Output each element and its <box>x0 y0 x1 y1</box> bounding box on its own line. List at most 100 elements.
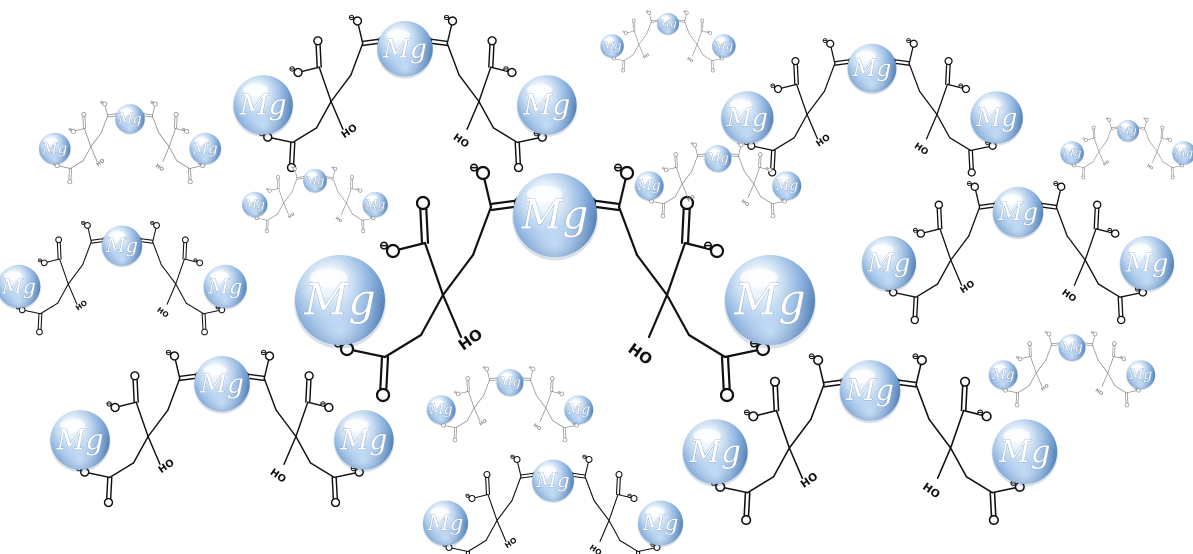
oxygen-ring <box>201 328 208 336</box>
mg-atom-label: Mg <box>1118 125 1137 137</box>
mg-sphere: Mg <box>193 355 251 414</box>
mg-sphere-highlight <box>194 137 208 144</box>
bond-line <box>483 379 490 396</box>
oxygen-ring <box>1092 200 1102 210</box>
oxygen-ring <box>55 236 63 244</box>
bond-line <box>746 476 775 494</box>
bond-line <box>267 213 278 221</box>
bond-line <box>681 170 693 185</box>
oxygen-ring <box>415 195 431 211</box>
bond-line <box>915 283 939 298</box>
bond-line <box>674 183 683 198</box>
mg-atom-label: Mg <box>637 178 661 194</box>
bond-line <box>1107 372 1116 387</box>
mg-sphere-highlight <box>855 51 877 61</box>
mg-sphere: Mg <box>970 91 1024 146</box>
oxygen-atom <box>1111 341 1117 346</box>
bond-line <box>295 401 309 438</box>
bond-line <box>915 383 930 420</box>
oxygen-ring <box>1124 402 1130 408</box>
bond-line <box>1101 372 1109 387</box>
bond-line <box>446 42 460 76</box>
oxygen-ring <box>1144 117 1149 122</box>
mg-atom-label: Mg <box>522 88 570 121</box>
hydroxyl-label: HO <box>1146 163 1155 171</box>
bond-line <box>152 115 160 134</box>
oxygen-ring <box>615 470 623 479</box>
bond-line <box>473 394 485 409</box>
bond-line <box>1035 372 1043 387</box>
bond-line <box>441 253 475 297</box>
bond-line <box>185 239 188 260</box>
bond-line <box>1162 127 1164 139</box>
oxygen-ring <box>330 497 341 508</box>
oxygen-atom <box>661 166 669 173</box>
bond-line <box>478 100 495 129</box>
mg-sphere: Mg <box>839 360 901 424</box>
mg-sphere-highlight <box>243 84 269 96</box>
mg-sphere: Mg <box>516 75 578 137</box>
bond-line <box>487 473 491 495</box>
oxygen-atom <box>1160 125 1165 130</box>
mg-sphere: Mg <box>711 34 736 59</box>
oxygen-ring <box>452 437 458 443</box>
bond-line <box>167 377 181 411</box>
bond-line <box>84 128 92 148</box>
oxygen-ring <box>660 213 666 219</box>
bond-line <box>1098 140 1107 152</box>
mg-sphere-highlight <box>1003 428 1031 442</box>
mg-sphere-highlight <box>203 364 227 376</box>
oxygen-atom <box>959 376 971 387</box>
mg-sphere: Mg <box>512 173 598 261</box>
oxygen-atom <box>193 258 204 267</box>
mg-atom-label: Mg <box>429 402 453 418</box>
hydroxyl-label: HO <box>157 457 177 476</box>
bond-line <box>182 239 185 260</box>
bond-line <box>539 407 547 422</box>
oxygen-ring <box>276 175 281 180</box>
mg-sphere: Mg <box>422 500 469 548</box>
oxygen-atom <box>182 128 190 134</box>
oxygen-ring <box>110 402 120 413</box>
oxygen-ring <box>352 16 363 26</box>
bond-line <box>635 253 669 297</box>
oxygen-atom <box>55 236 63 244</box>
mg-atom-label: Mg <box>658 18 677 30</box>
bond-line <box>619 539 639 553</box>
oxygen-ring <box>1170 175 1175 180</box>
bond-line <box>810 383 825 420</box>
mg-sphere-highlight <box>639 175 652 182</box>
bond-line <box>646 21 652 35</box>
mg-sphere-highlight <box>693 428 721 442</box>
oxygen-atom <box>660 213 666 219</box>
bond-line <box>936 259 952 285</box>
oxygen-atom <box>679 195 695 211</box>
bond-line <box>511 475 522 502</box>
oxygen-atom <box>706 30 712 35</box>
oxygen-ring <box>487 36 497 46</box>
bond-line <box>278 188 284 204</box>
oxygen-ring <box>826 39 835 48</box>
bond-line <box>793 60 796 86</box>
oxygen-ring <box>909 39 918 48</box>
bond-line <box>691 155 698 172</box>
oxygen-atom <box>912 353 927 366</box>
oxygen-atom <box>757 152 763 157</box>
mg-sphere: Mg <box>115 104 145 135</box>
oxygen-ring <box>264 229 269 233</box>
bond-line <box>1097 204 1100 230</box>
bond-line <box>277 202 284 215</box>
bond-line <box>135 401 149 438</box>
bond-line <box>455 420 468 429</box>
oxygen-atom <box>631 18 636 23</box>
hydroxyl-label: HO <box>1059 288 1077 305</box>
mg-sphere: Mg <box>38 132 71 166</box>
bond-line <box>468 391 475 409</box>
oxygen-ring <box>549 376 555 381</box>
mg-sphere-highlight <box>500 372 513 379</box>
bond-line <box>152 241 162 266</box>
bond-line <box>319 39 322 68</box>
bond-line <box>702 20 704 32</box>
bond-line <box>305 374 308 403</box>
